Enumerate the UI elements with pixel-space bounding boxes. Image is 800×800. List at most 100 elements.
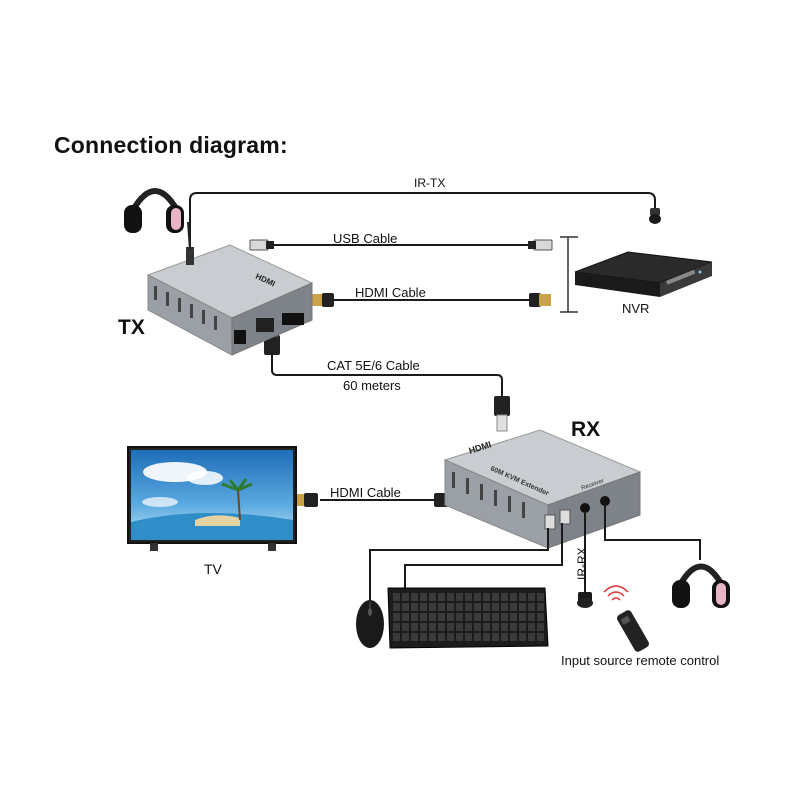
keyboard-key [519, 623, 526, 631]
keyboard-key [483, 613, 490, 621]
usb-cable [249, 239, 553, 251]
keyboard-key [456, 603, 463, 611]
keyboard-key [465, 633, 472, 641]
cat-cable [264, 319, 510, 432]
keyboard-key [411, 613, 418, 621]
keyboard-key [501, 623, 508, 631]
keyboard-key [402, 603, 409, 611]
keyboard-icon [387, 587, 549, 649]
keyboard-key [429, 613, 436, 621]
keyboard-key [519, 633, 526, 641]
keyboard-key [474, 633, 481, 641]
keyboard-key [411, 593, 418, 601]
keyboard-key [510, 613, 517, 621]
keyboard-key [537, 593, 544, 601]
nvr-bracket [560, 236, 578, 313]
keyboard-key [447, 593, 454, 601]
keyboard-key [528, 633, 535, 641]
keyboard-key [393, 613, 400, 621]
keyboard-key [492, 623, 499, 631]
usb-cable-label: USB Cable [333, 231, 398, 246]
keyboard-key [429, 633, 436, 641]
headphones-icon-tx [124, 188, 191, 251]
keyboard-key [402, 613, 409, 621]
ir-tx-label: IR-TX [414, 176, 446, 190]
keyboard-key [501, 633, 508, 641]
keyboard-key [447, 633, 454, 641]
mouse-cable [369, 528, 549, 600]
keyboard-key [519, 603, 526, 611]
keyboard-key [528, 603, 535, 611]
remote-icon [603, 585, 649, 652]
keyboard-key [519, 613, 526, 621]
keyboard-key [483, 623, 490, 631]
remote-label: Input source remote control [561, 653, 720, 668]
tv-label: TV [204, 561, 222, 577]
keyboard-key [465, 613, 472, 621]
keyboard-key [528, 623, 535, 631]
keyboard-key [456, 623, 463, 631]
keyboard-key [447, 613, 454, 621]
keyboard-key [429, 603, 436, 611]
keyboard-key [519, 593, 526, 601]
keyboard-key [465, 593, 472, 601]
keyboard-key [474, 593, 481, 601]
keyboard-key [411, 633, 418, 641]
ir-sensor-icon [577, 592, 593, 608]
headphone-rx-cable [604, 506, 701, 560]
keyboard-key [528, 613, 535, 621]
keyboard-key [393, 623, 400, 631]
keyboard-key [456, 633, 463, 641]
keyboard-key [411, 623, 418, 631]
rx-device-icon: HDMI 60M KVM Extender Receiver [443, 429, 642, 549]
keyboard-key [501, 593, 508, 601]
rx-label: RX [571, 418, 601, 441]
keyboard-key [402, 633, 409, 641]
keyboard-key [465, 603, 472, 611]
keyboard-key [420, 603, 427, 611]
keyboard-key [501, 613, 508, 621]
keyboard-key [483, 593, 490, 601]
keyboard-key [411, 603, 418, 611]
keyboard-key [510, 633, 517, 641]
keyboard-key [393, 633, 400, 641]
keyboard-key [537, 633, 544, 641]
keyboard-key [420, 633, 427, 641]
keyboard-key [492, 633, 499, 641]
keyboard-key [456, 613, 463, 621]
keyboard-key [393, 593, 400, 601]
keyboard-key [420, 593, 427, 601]
keyboard-key [420, 623, 427, 631]
keyboard-key [492, 603, 499, 611]
keyboard-key [474, 623, 481, 631]
distance-label: 60 meters [343, 378, 401, 393]
keyboard-key [438, 603, 445, 611]
hdmi-cable-tx-label: HDMI Cable [355, 285, 426, 300]
keyboard-key [465, 623, 472, 631]
keyboard-key [447, 603, 454, 611]
keyboard-key [537, 603, 544, 611]
tx-label: TX [118, 316, 145, 339]
diagram-title: Connection diagram: [54, 132, 288, 158]
keyboard-key [510, 593, 517, 601]
cat-cable-label: CAT 5E/6 Cable [327, 358, 420, 373]
keyboard-key [528, 593, 535, 601]
keyboard-key [510, 603, 517, 611]
keyboard-key [483, 603, 490, 611]
hdmi-cable-rx-label: HDMI Cable [330, 485, 401, 500]
keyboard-key [438, 633, 445, 641]
keyboard-key [492, 593, 499, 601]
ir-rx-label: IR-RX [575, 547, 589, 580]
ir-tx-emitter-icon [649, 208, 661, 224]
keyboard-key [537, 613, 544, 621]
keyboard-key [456, 593, 463, 601]
keyboard-key [429, 623, 436, 631]
keyboard-key [429, 593, 436, 601]
headphones-icon-rx [672, 563, 730, 608]
keyboard-key [501, 603, 508, 611]
keyboard-key [447, 623, 454, 631]
keyboard-key [474, 603, 481, 611]
keyboard-key [492, 613, 499, 621]
